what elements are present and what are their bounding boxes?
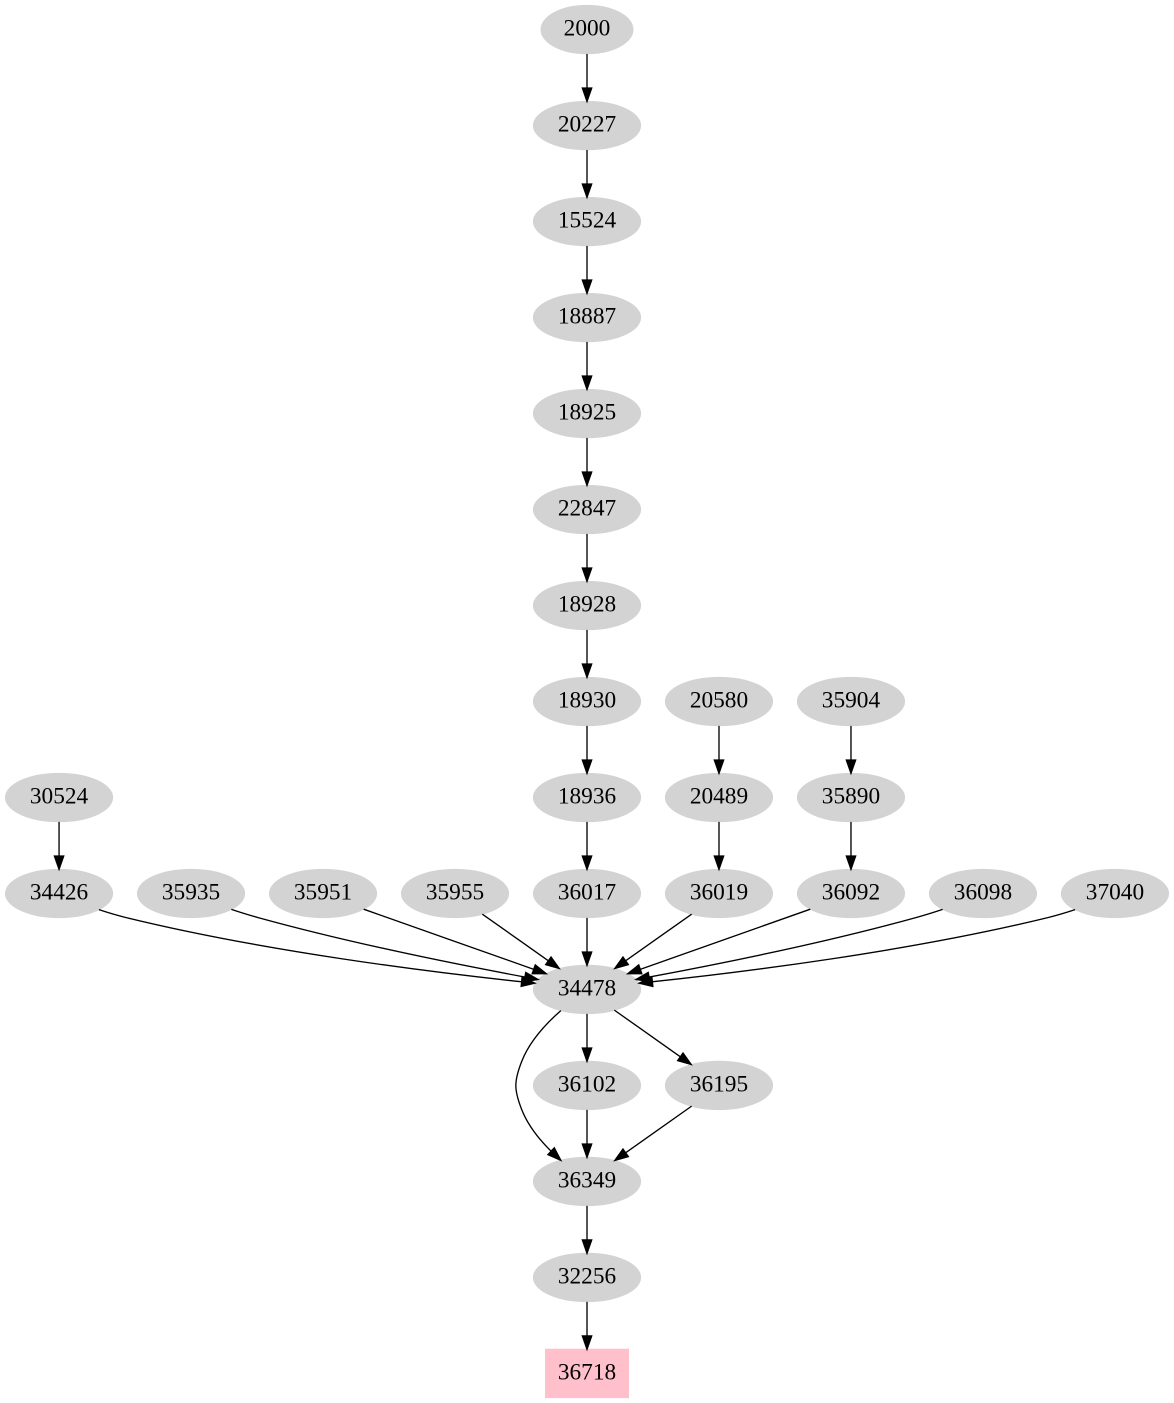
svg-text:18925: 18925 [558, 399, 616, 425]
svg-text:36102: 36102 [558, 1071, 616, 1097]
svg-text:34478: 34478 [558, 975, 616, 1001]
svg-text:22847: 22847 [558, 495, 616, 521]
svg-text:35951: 35951 [294, 879, 352, 905]
svg-text:18928: 18928 [558, 591, 616, 617]
svg-text:36017: 36017 [558, 879, 616, 905]
svg-text:37040: 37040 [1086, 879, 1144, 905]
svg-text:36019: 36019 [690, 879, 748, 905]
svg-text:2000: 2000 [564, 16, 611, 42]
svg-text:36092: 36092 [822, 879, 880, 905]
svg-text:35904: 35904 [822, 687, 881, 713]
svg-text:20227: 20227 [558, 111, 616, 137]
svg-text:35935: 35935 [162, 879, 220, 905]
svg-text:35890: 35890 [822, 783, 880, 809]
svg-text:18936: 18936 [558, 783, 616, 809]
svg-text:20489: 20489 [690, 783, 748, 809]
svg-text:36098: 36098 [954, 879, 1012, 905]
svg-text:32256: 32256 [558, 1263, 616, 1289]
svg-text:18887: 18887 [558, 303, 616, 329]
svg-text:36349: 36349 [558, 1167, 616, 1193]
svg-text:20580: 20580 [690, 687, 748, 713]
svg-text:35955: 35955 [426, 879, 484, 905]
svg-text:36195: 36195 [690, 1071, 748, 1097]
svg-text:18930: 18930 [558, 687, 616, 713]
svg-text:34426: 34426 [30, 879, 88, 905]
svg-text:36718: 36718 [558, 1359, 616, 1385]
svg-text:30524: 30524 [30, 783, 89, 809]
svg-text:15524: 15524 [558, 207, 617, 233]
